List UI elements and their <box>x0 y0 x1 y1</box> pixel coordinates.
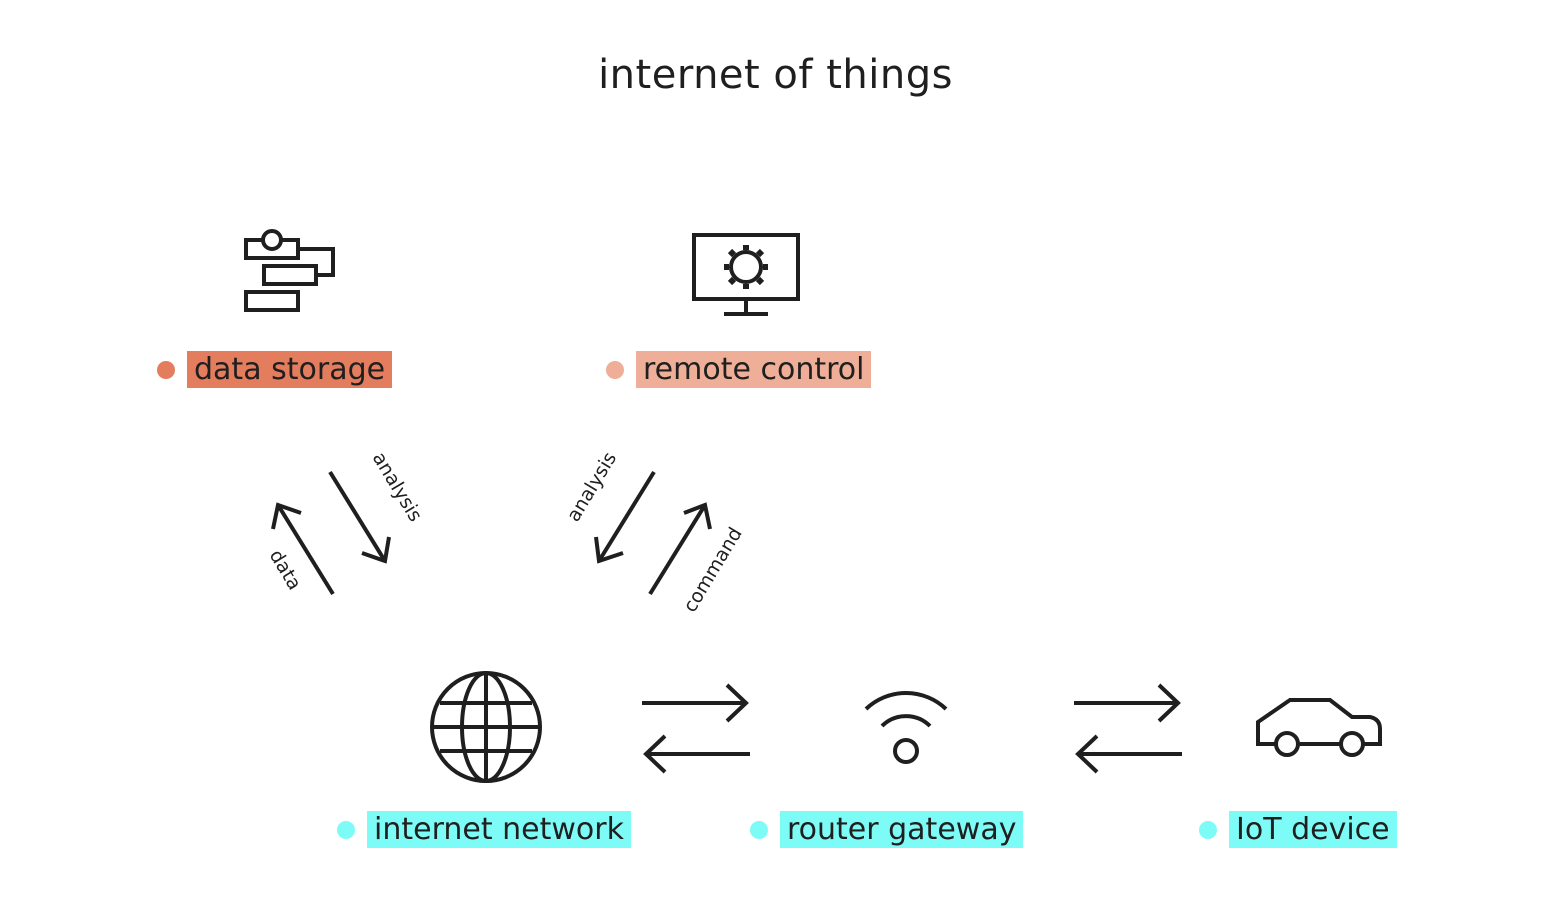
internet-network-dot <box>337 820 355 839</box>
edge-label-analysis-left: analysis <box>368 448 426 525</box>
arrow-router-to-device <box>1074 683 1181 723</box>
monitor-gear-icon <box>692 233 800 316</box>
database-blocks-icon <box>244 229 335 312</box>
remote-control-label: remote control <box>636 351 872 388</box>
node-router-gateway: router gateway <box>750 811 1024 848</box>
node-remote-control: remote control <box>606 351 872 388</box>
internet-network-label: internet network <box>367 811 631 848</box>
iot-device-label: IoT device <box>1229 811 1397 848</box>
arrow-storage-to-network <box>328 470 391 564</box>
arrow-device-to-router <box>1075 734 1182 774</box>
node-internet-network: internet network <box>337 811 631 848</box>
router-gateway-dot <box>750 820 768 839</box>
iot-device-dot <box>1199 820 1217 839</box>
router-gateway-label: router gateway <box>780 811 1024 848</box>
node-data-storage: data storage <box>157 351 393 388</box>
wifi-icon <box>864 691 948 764</box>
arrow-network-to-remote <box>648 502 712 596</box>
diagram-title: internet of things <box>598 52 953 98</box>
data-storage-label: data storage <box>187 351 393 388</box>
edge-label-data: data <box>265 546 306 594</box>
arrow-router-to-network <box>643 734 750 774</box>
globe-icon <box>430 671 542 783</box>
arrow-remote-to-network <box>594 470 656 564</box>
arrow-network-to-router <box>642 683 749 723</box>
car-icon <box>1256 698 1382 757</box>
edge-label-command: command <box>679 524 747 617</box>
arrow-network-to-storage <box>271 502 335 596</box>
remote-control-dot <box>606 360 624 379</box>
edge-label-analysis-right: analysis <box>563 448 621 525</box>
node-iot-device: IoT device <box>1199 811 1397 848</box>
data-storage-dot <box>157 360 175 379</box>
